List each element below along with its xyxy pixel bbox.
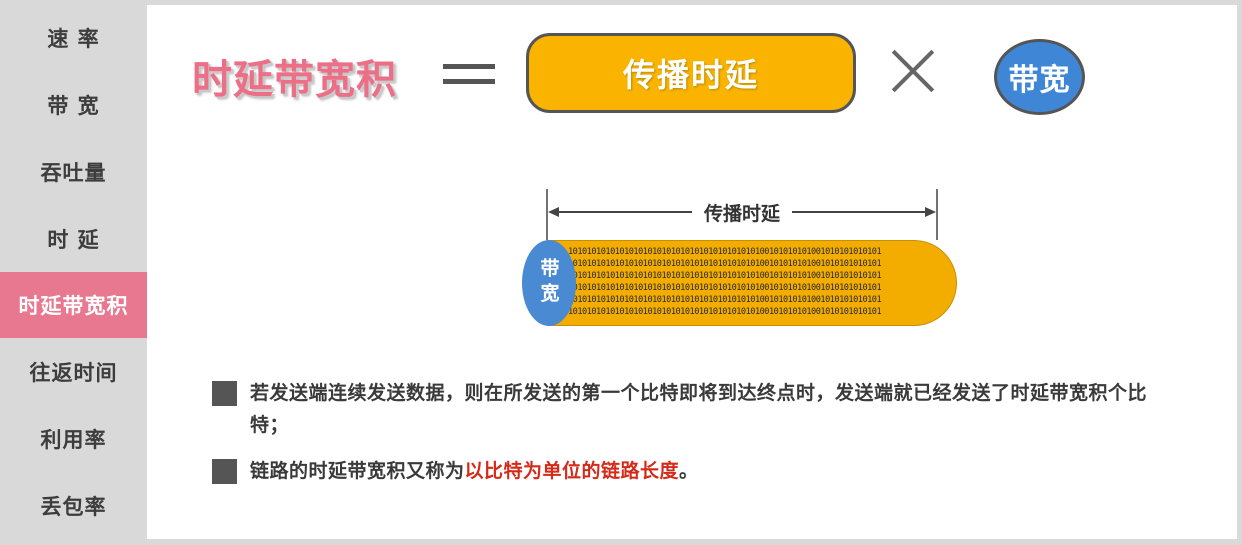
propagation-delay-label: 传播时延 bbox=[692, 199, 792, 226]
bit-row: 1010101010101010101010101010101010101010… bbox=[568, 247, 882, 257]
sidebar-item-throughput[interactable]: 吞吐量 bbox=[40, 161, 107, 185]
sidebar-item-rate[interactable]: 速 率 bbox=[47, 27, 100, 51]
square-bullet-icon bbox=[212, 459, 237, 484]
bullet-text: 链路的时延带宽积又称为以比特为单位的链路长度。 bbox=[250, 455, 1150, 487]
bit-row: 1010101010101010101010101010101010101010… bbox=[568, 259, 882, 269]
bit-row: 1010101010101010101010101010101010101010… bbox=[568, 271, 882, 281]
equals-sign bbox=[443, 61, 495, 87]
sidebar-item-utilization[interactable]: 利用率 bbox=[40, 428, 107, 452]
sidebar-item-packet-loss[interactable]: 丢包率 bbox=[40, 495, 107, 519]
content-panel: 时延带宽积 传播时延 带宽 传播时延 101010101010101010101… bbox=[147, 5, 1237, 539]
bit-stream: 1010101010101010101010101010101010101010… bbox=[568, 246, 938, 318]
multiply-sign bbox=[891, 49, 935, 93]
bit-row: 1010101010101010101010101010101010101010… bbox=[568, 283, 882, 293]
link-cylinder: 1010101010101010101010101010101010101010… bbox=[547, 240, 957, 326]
sidebar-item-rtt[interactable]: 往返时间 bbox=[29, 361, 118, 385]
sidebar-item-delay-bandwidth-product[interactable]: 时延带宽积 bbox=[0, 272, 147, 338]
propagation-delay-box: 传播时延 bbox=[526, 33, 856, 113]
sidebar: 速 率 带 宽 吞吐量 时 延 时延带宽积 往返时间 利用率 丢包率 bbox=[0, 0, 147, 545]
bandwidth-cap: 带宽 bbox=[522, 240, 576, 326]
link-diagram: 传播时延 10101010101010101010101010101010101… bbox=[517, 185, 957, 345]
sidebar-item-bandwidth[interactable]: 带 宽 bbox=[47, 94, 100, 118]
bullet-item: 若发送端连续发送数据，则在所发送的第一个比特即将到达终点时，发送端就已经发送了时… bbox=[212, 377, 1150, 441]
bullet-text-plain: 链路的时延带宽积又称为 bbox=[250, 460, 465, 482]
bullet-suffix: 。 bbox=[679, 460, 699, 482]
delay-arrow bbox=[546, 189, 938, 240]
bit-row: 1010101010101010101010101010101010101010… bbox=[568, 295, 882, 305]
bit-row: 1010101010101010101010101010101010101010… bbox=[568, 307, 882, 317]
sidebar-item-delay[interactable]: 时 延 bbox=[47, 228, 100, 252]
bullet-highlight: 以比特为单位的链路长度 bbox=[464, 460, 680, 482]
square-bullet-icon bbox=[212, 381, 237, 406]
bullet-item: 链路的时延带宽积又称为以比特为单位的链路长度。 bbox=[212, 455, 1150, 487]
formula-title: 时延带宽积 bbox=[192, 57, 397, 103]
bandwidth-circle: 带宽 bbox=[994, 39, 1085, 115]
bullet-text: 若发送端连续发送数据，则在所发送的第一个比特即将到达终点时，发送端就已经发送了时… bbox=[250, 382, 1148, 436]
